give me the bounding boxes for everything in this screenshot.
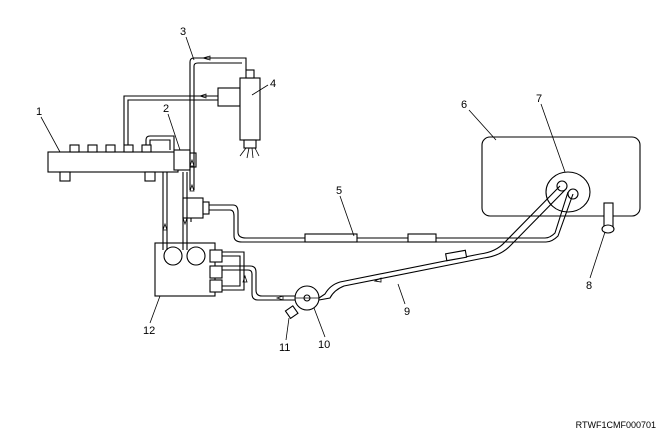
callout-11: 11 (279, 342, 290, 354)
part-10-filter (294, 285, 320, 311)
part-2-connector (173, 149, 197, 171)
leader-lines (40, 36, 606, 341)
callout-10: 10 (318, 339, 330, 351)
inline-valve (182, 197, 210, 219)
callout-6: 6 (461, 99, 467, 111)
callout-5: 5 (336, 185, 342, 197)
flow-arrows (162, 55, 382, 301)
callout-1: 1 (36, 106, 42, 118)
part-4-valve (217, 69, 261, 159)
callout-2: 2 (163, 103, 169, 115)
callout-4: 4 (270, 78, 276, 90)
part-11-drain (284, 305, 299, 320)
callout-7: 7 (536, 93, 542, 105)
pipes (123, 57, 574, 301)
callout-3: 3 (180, 26, 186, 38)
callout-8: 8 (586, 280, 592, 292)
figure-code: RTWF1CMF000701 (576, 420, 656, 430)
callout-12: 12 (143, 325, 155, 337)
part-12-pump (154, 242, 223, 297)
callout-9: 9 (404, 306, 410, 318)
part-1-rail (47, 144, 179, 182)
part-8-cap (601, 202, 615, 234)
